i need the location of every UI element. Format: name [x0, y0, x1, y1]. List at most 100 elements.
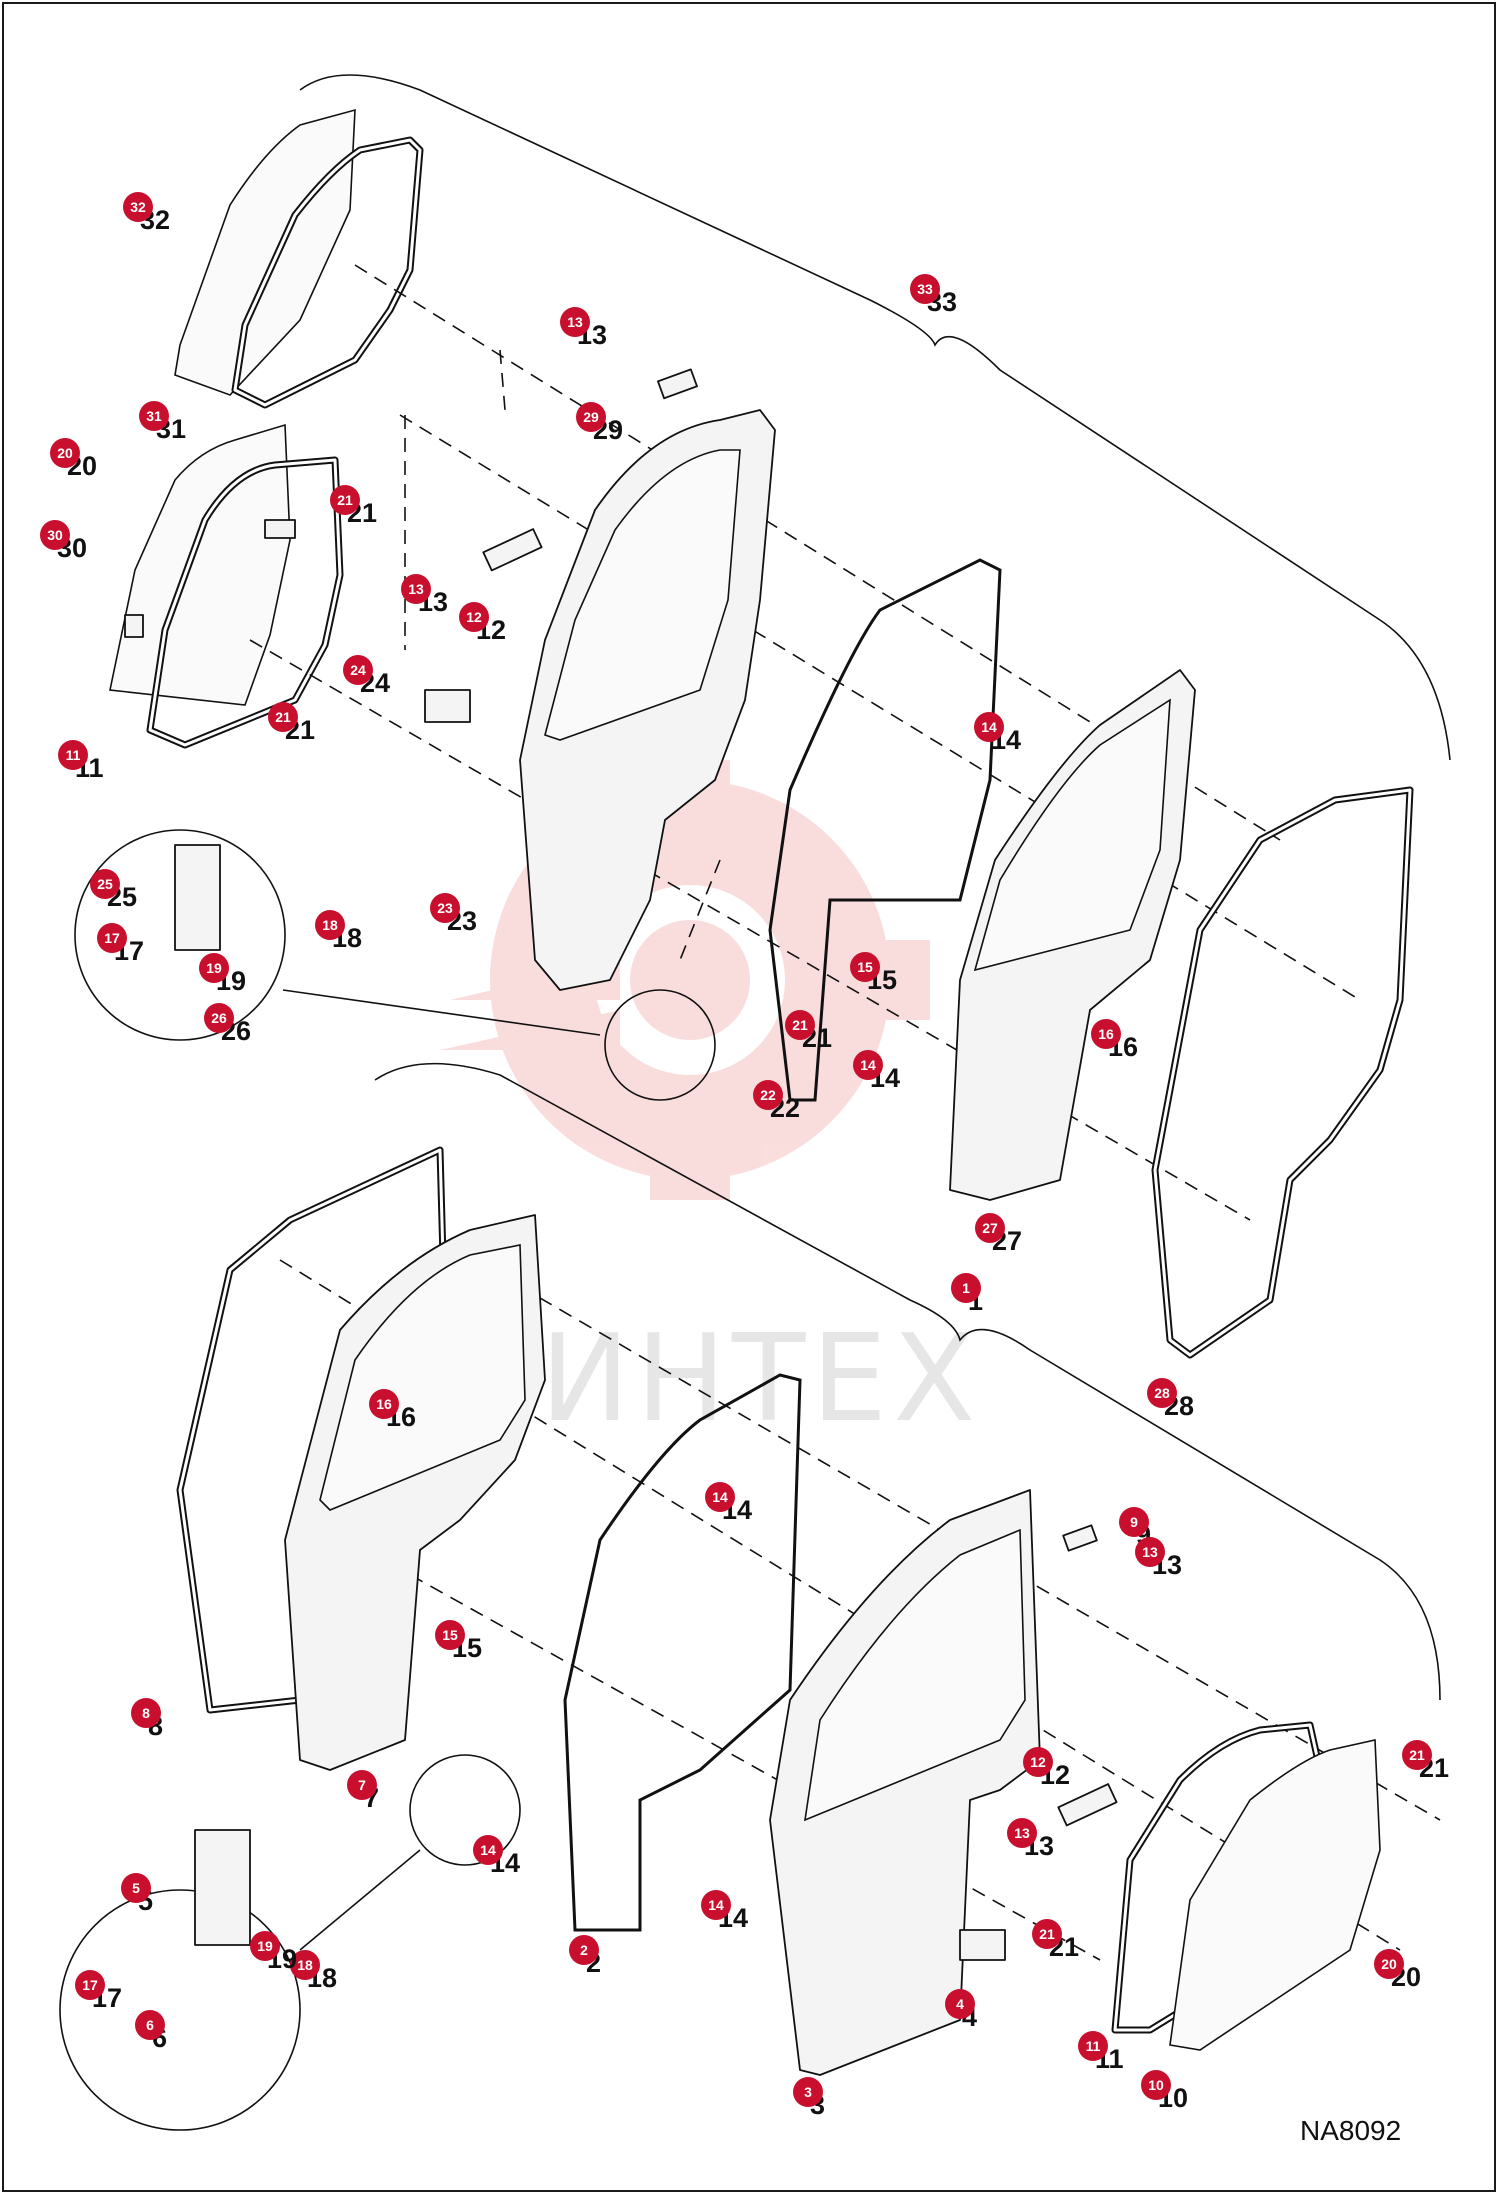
- callout-badge: [701, 1890, 731, 1920]
- sliding-window-30: [109, 423, 344, 749]
- callout-badge: [435, 1620, 465, 1650]
- callout-badge: [121, 1873, 151, 1903]
- callout-badge-label: 11: [1086, 2038, 1101, 2054]
- callout-badge: [75, 1970, 105, 2000]
- callout-badge-label: 26: [211, 1010, 227, 1026]
- callout-badge: [135, 2010, 165, 2040]
- callout-4: 44: [945, 1989, 977, 2032]
- callout-badge-label: 14: [712, 1489, 728, 1505]
- callout-badge: [1135, 1537, 1165, 1567]
- callout-badge: [793, 2077, 823, 2107]
- callout-6: 66: [135, 2010, 167, 2053]
- sliding-window-10: [1169, 1739, 1381, 2051]
- callout-1: 11: [951, 1273, 983, 1316]
- callout-badge: [430, 893, 460, 923]
- callout-badge: [951, 1273, 981, 1303]
- callout-badge-label: 13: [567, 314, 583, 330]
- watermark-gear-logo: [440, 760, 930, 1200]
- callout-badge: [753, 1080, 783, 1110]
- callout-badge: [853, 1050, 883, 1080]
- callout-badge-label: 13: [1142, 1544, 1158, 1560]
- callout-badge: [1119, 1507, 1149, 1537]
- callout-badge-label: 25: [97, 876, 113, 892]
- frame-2: [563, 1373, 802, 1932]
- callout-badge: [1374, 1949, 1404, 1979]
- callout-badge-label: 9: [1130, 1514, 1138, 1530]
- callout-badge-label: 28: [1154, 1385, 1170, 1401]
- callout-badge-label: 21: [275, 709, 291, 725]
- strike-12-lower: [1057, 1783, 1118, 1827]
- callout-badge-label: 17: [104, 930, 120, 946]
- callout-badge-label: 15: [442, 1627, 458, 1643]
- callout-badge: [1032, 1919, 1062, 1949]
- callout-badge-label: 6: [146, 2017, 154, 2033]
- callout-badge-label: 23: [437, 900, 453, 916]
- callout-badge-label: 33: [917, 281, 933, 297]
- callout-badge-label: 17: [82, 1977, 98, 1993]
- callout-badge: [290, 1950, 320, 1980]
- callout-badge-label: 21: [792, 1017, 808, 1033]
- callout-badge: [58, 740, 88, 770]
- callout-badge: [1007, 1818, 1037, 1848]
- callout-badge-label: 11: [66, 747, 81, 763]
- callout-badge-label: 30: [47, 527, 63, 543]
- callout-badge-label: 4: [956, 1996, 964, 2012]
- callout-8: 88: [131, 1698, 163, 1741]
- callout-badge: [1091, 1019, 1121, 1049]
- callout-badge: [473, 1835, 503, 1865]
- latch-25: [174, 844, 221, 951]
- callout-badge-label: 16: [1098, 1026, 1114, 1042]
- callout-badge-label: 14: [708, 1897, 724, 1913]
- callout-badge-label: 27: [982, 1220, 998, 1236]
- rear-glass-32: [174, 108, 424, 409]
- callout-5: 55: [121, 1873, 153, 1916]
- callout-badge-label: 22: [760, 1087, 776, 1103]
- frame-22: [768, 558, 1002, 1102]
- callout-7: 77: [347, 1770, 379, 1813]
- latch-detail-small-upper: [604, 989, 716, 1101]
- callout-badge: [131, 1698, 161, 1728]
- callout-badge-label: 31: [146, 408, 162, 424]
- callout-badge-label: 13: [1014, 1825, 1030, 1841]
- bracket-9: [1062, 1524, 1098, 1552]
- callout-badge-label: 14: [981, 719, 997, 735]
- callout-badge: [910, 274, 940, 304]
- callout-2: 22: [569, 1935, 601, 1978]
- callout-badge: [90, 869, 120, 899]
- latch-detail-upper: [74, 829, 286, 1041]
- brace-1: [374, 1062, 1441, 1701]
- callout-badge: [1023, 1747, 1053, 1777]
- callout-badge-label: 24: [350, 662, 366, 678]
- callout-badge: [1141, 2070, 1171, 2100]
- callout-badge: [560, 307, 590, 337]
- callout-badge-label: 12: [1030, 1754, 1046, 1770]
